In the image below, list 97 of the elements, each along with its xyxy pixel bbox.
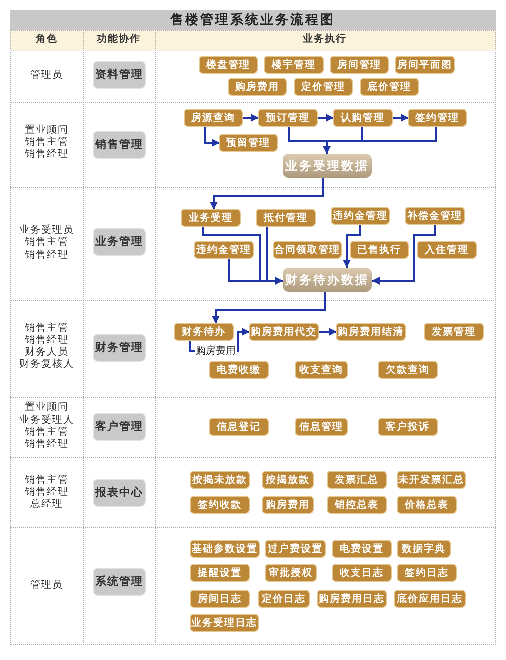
arrow [210, 178, 324, 210]
arrow [212, 292, 326, 324]
process-box: 过户费设置 [266, 541, 325, 557]
process-box: 认购管理 [334, 110, 392, 126]
process-box: 房间平面图 [396, 57, 454, 73]
process-box: 电费设置 [333, 541, 391, 557]
arrow [318, 328, 337, 336]
process-box: 楼盘管理 [200, 57, 257, 73]
column-header: 功能协作 [97, 34, 141, 46]
process-box: 收支日志 [333, 565, 391, 581]
role-label: 销售主管 [25, 475, 69, 487]
role-label: 销售经理 [25, 250, 69, 262]
process-box: 购房费用日志 [318, 591, 386, 607]
process-box: 购房费用代交 [250, 324, 318, 340]
role-label: 总经理 [30, 499, 64, 511]
function-box: 销售管理 [94, 132, 145, 158]
role-label: 销售经理 [25, 149, 69, 161]
process-box: 按揭未放款 [191, 472, 249, 488]
process-box: 购房费用 [229, 79, 286, 95]
process-box: 提醒设置 [191, 565, 249, 581]
process-box: 销控总表 [328, 497, 386, 513]
process-box: 信息管理 [296, 419, 347, 435]
role-label: 财务复核人 [20, 359, 74, 371]
process-box: 客户投诉 [379, 419, 437, 435]
process-box: 定价日志 [259, 591, 309, 607]
arrow [317, 114, 334, 122]
process-box: 未开发票汇总 [398, 472, 465, 488]
process-box: 审批授权 [266, 565, 316, 581]
role-label: 置业顾问 [25, 125, 69, 136]
data-box: 业务受理数据 [283, 154, 372, 178]
arrow [343, 224, 361, 268]
process-box: 违约金管理 [195, 242, 253, 258]
arrow [372, 224, 436, 285]
process-box: 发票管理 [425, 324, 483, 340]
node-text: 购房费用 [195, 344, 237, 358]
process-box: 抵付管理 [257, 210, 315, 226]
column-header: 角色 [36, 34, 58, 46]
process-box: 购房费用 [263, 497, 313, 513]
data-box: 财务待办数据 [283, 268, 372, 292]
process-box: 欠款查询 [379, 362, 437, 378]
process-box: 房间日志 [191, 591, 249, 607]
process-box: 合同领取管理 [274, 242, 341, 258]
function-box: 财务管理 [94, 335, 145, 361]
arrow [228, 258, 283, 285]
process-box: 底价管理 [361, 79, 418, 95]
process-box: 定价管理 [295, 79, 352, 95]
arrow [242, 114, 259, 122]
process-box: 底价应用日志 [395, 591, 465, 607]
process-box: 签约日志 [398, 565, 456, 581]
process-box: 购房费用结清 [337, 324, 405, 340]
process-box: 按揭放款 [263, 472, 313, 488]
process-box: 业务受理 [182, 210, 240, 226]
column-header: 业务执行 [303, 34, 347, 46]
process-box: 楼宇管理 [265, 57, 323, 73]
process-box: 基础参数设置 [191, 541, 259, 557]
function-box: 客户管理 [94, 414, 145, 440]
process-box: 发票汇总 [328, 472, 386, 488]
process-box: 价格总表 [398, 497, 456, 513]
process-box: 违约金管理 [332, 208, 389, 224]
process-box: 预订管理 [259, 110, 317, 126]
function-box: 报表中心 [94, 480, 145, 506]
role-label: 销售主管 [25, 137, 69, 149]
arrow [323, 126, 437, 154]
role-label: 置业顾问 [25, 402, 69, 414]
arrow [204, 126, 220, 147]
role-label: 销售经理 [25, 487, 69, 498]
role-label: 销售主管 [25, 237, 69, 249]
process-box: 财务待办 [175, 324, 233, 340]
arrow [236, 328, 250, 352]
process-box: 房源查询 [185, 110, 242, 126]
process-box: 房间管理 [331, 57, 388, 73]
role-label: 销售经理 [25, 439, 69, 451]
role-label: 管理员 [30, 70, 64, 82]
role-label: 销售主管 [25, 323, 69, 335]
function-box: 资料管理 [94, 62, 145, 88]
arrow [392, 114, 409, 122]
role-label: 销售主管 [25, 427, 69, 439]
process-box: 信息登记 [210, 419, 268, 435]
role-label: 业务受理人 [20, 415, 74, 426]
process-box: 预留管理 [220, 135, 277, 151]
title: 售楼管理系统业务流程图 [170, 11, 336, 30]
process-box: 补偿金管理 [406, 208, 464, 224]
process-box: 签约收款 [191, 497, 249, 513]
process-box: 业务受理日志 [191, 615, 258, 631]
process-box: 收支查询 [296, 362, 347, 378]
function-box: 系统管理 [94, 569, 145, 595]
role-label: 销售经理 [25, 335, 69, 346]
role-label: 业务受理员 [20, 225, 74, 236]
role-label: 财务人员 [25, 347, 69, 358]
process-box: 已售执行 [351, 242, 408, 258]
arrow [189, 340, 195, 352]
process-box: 签约管理 [409, 110, 466, 126]
process-box: 数据字典 [398, 541, 450, 557]
function-box: 业务管理 [94, 229, 145, 255]
process-box: 入住管理 [418, 242, 476, 258]
role-label: 管理员 [30, 580, 64, 592]
process-box: 电费收缴 [210, 362, 268, 378]
